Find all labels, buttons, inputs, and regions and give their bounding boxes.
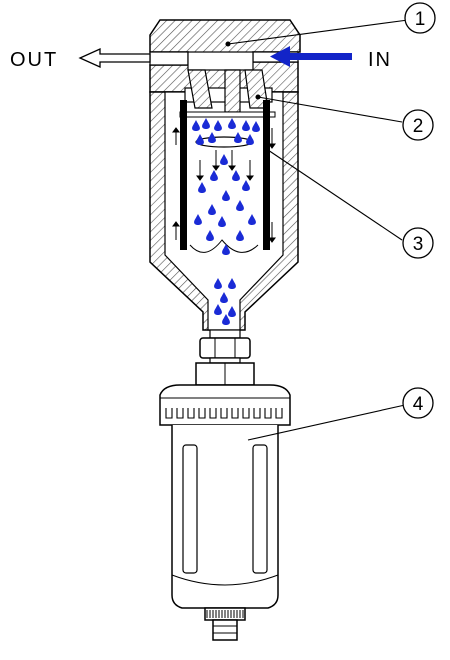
inlet-arrow-icon <box>270 46 352 67</box>
knurl-tooth <box>253 408 261 419</box>
knurl-tooth <box>187 408 195 419</box>
callout-leaders <box>225 19 409 441</box>
flow-arrow-icon <box>172 127 276 253</box>
knurl-tooth <box>176 408 184 419</box>
svg-text:1: 1 <box>415 9 426 30</box>
callout-1: 1 <box>404 2 436 34</box>
deflector <box>179 69 276 148</box>
auto-drain <box>159 362 291 641</box>
knurl-tooth <box>165 408 173 419</box>
callout-3: 3 <box>402 227 434 259</box>
knurl-tooth <box>264 408 272 419</box>
knurl-tooth <box>220 408 228 419</box>
flow-curve <box>189 239 259 253</box>
in-label: IN <box>368 49 392 71</box>
callout-4: 4 <box>402 387 434 419</box>
callout-2: 2 <box>402 109 434 141</box>
connector-nut <box>199 329 251 364</box>
filter-element <box>180 100 270 250</box>
knurl-tooth <box>231 408 239 419</box>
svg-text:3: 3 <box>413 234 424 255</box>
knurl-tooth <box>209 408 217 419</box>
knurl-tooth <box>242 408 250 419</box>
outlet-arrow-icon <box>78 47 151 69</box>
out-label: OUT <box>10 49 58 71</box>
svg-text:2: 2 <box>413 116 424 137</box>
svg-text:4: 4 <box>413 394 424 415</box>
knurl-tooth <box>275 408 283 419</box>
knurl-tooth <box>198 408 206 419</box>
